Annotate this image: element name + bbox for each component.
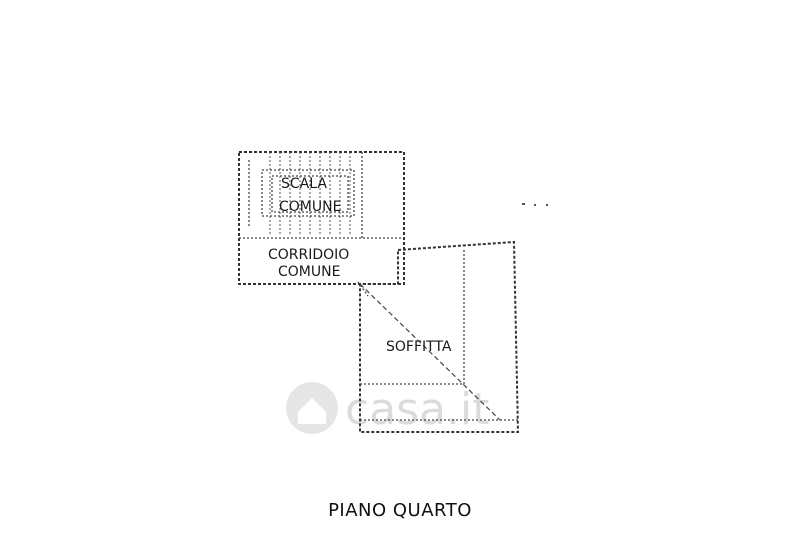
attic-door-mark [357,281,369,297]
common-area-block: SCALA COMUNE CORRIDOIO COMUNE [238,151,405,285]
corridor-label-line1: CORRIDOIO [268,247,349,263]
attic-slope-line [359,283,501,421]
common-area-outer-wall [238,151,405,285]
corridor-label-line2: COMUNE [278,264,340,280]
house-badge-icon [286,382,338,434]
floor-title: PIANO QUARTO [328,500,472,521]
stair-label-line2: COMUNE [279,199,341,215]
stair-treads [269,152,351,236]
watermark: casa.it [286,382,490,435]
stair-label-line1: SCALA [281,176,327,192]
attic-outer-wall [359,240,520,433]
attic-label: SOFFITTA [386,339,452,355]
stair-well [261,169,355,217]
attic-room: SOFFITTA [357,240,520,433]
scan-dots [522,203,548,206]
watermark-text: casa.it [345,384,490,435]
